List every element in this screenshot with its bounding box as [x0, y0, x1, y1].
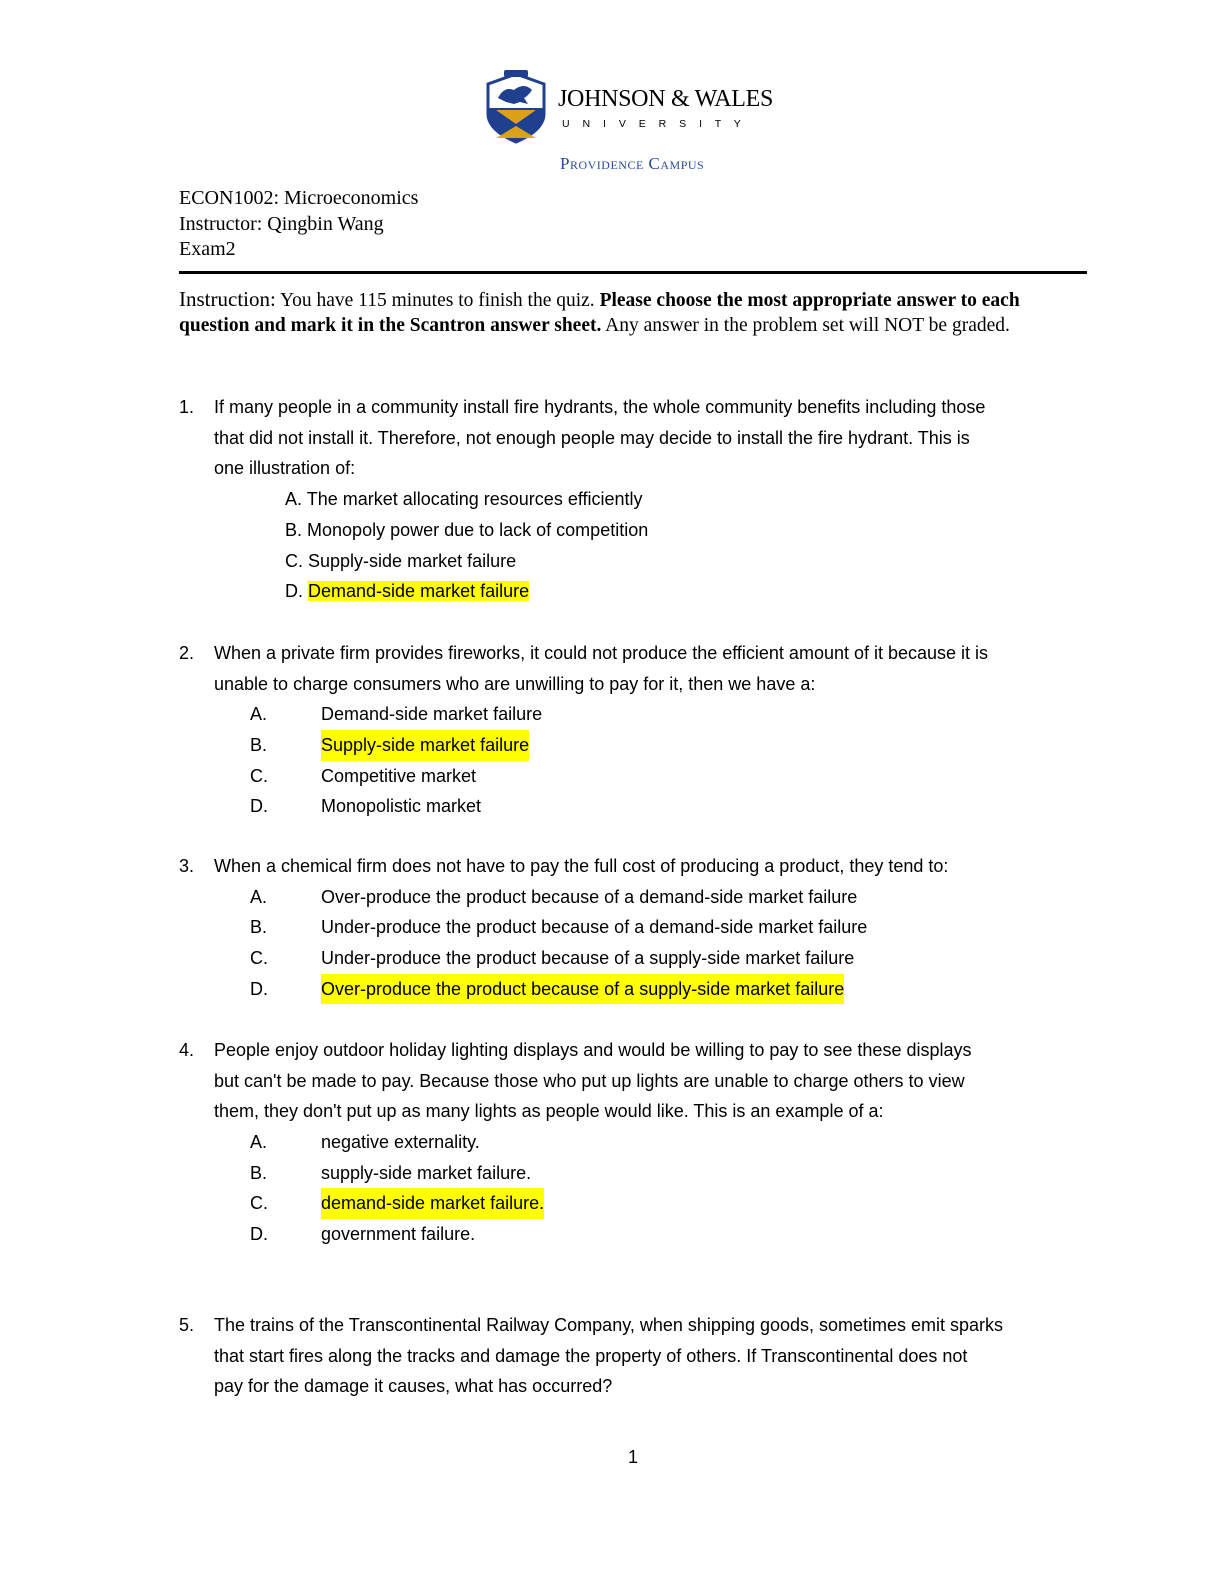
- option-letter: A.: [250, 1132, 268, 1153]
- question-4: 4. People enjoy outdoor holiday lighting …: [179, 1035, 972, 1250]
- question-text-line: that start fires along the tracks and da…: [214, 1345, 968, 1366]
- option-text: government failure.: [321, 1224, 476, 1245]
- option-letter: A.: [250, 704, 268, 725]
- course-title: ECON1002: Microeconomics: [179, 187, 419, 209]
- option-letter: D.: [250, 978, 268, 999]
- option-text: Competitive market: [321, 765, 477, 786]
- question-2: 2. When a private firm provides fireworks…: [179, 638, 988, 822]
- option-b: B. Monopoly power due to lack of competi…: [285, 515, 985, 546]
- option-letter: C.: [250, 948, 268, 969]
- question-3: 3. When a chemical firm does not have to …: [179, 851, 949, 1005]
- option-text: Under-produce the product because of a s…: [321, 948, 855, 969]
- option-text: negative externality.: [321, 1132, 480, 1153]
- question-text-line: one illustration of:: [214, 458, 356, 479]
- logo-university: U N I V E R S I T Y: [562, 118, 746, 130]
- option-letter: B.: [250, 917, 268, 938]
- option-letter: D.: [250, 1224, 268, 1245]
- option-a: A. negative externality.: [179, 1127, 972, 1158]
- exam-name: Exam2: [179, 238, 236, 260]
- option-d: D. Monopolistic market: [179, 791, 988, 822]
- option-c: C. Competitive market: [179, 761, 988, 792]
- option-letter: D.: [285, 581, 303, 602]
- option-text: Demand-side market failure: [321, 704, 543, 725]
- option-letter: D.: [250, 796, 268, 817]
- question-text-line: but can't be made to pay. Because those …: [214, 1070, 965, 1091]
- instruction-text: You have 115 minutes to finish the quiz.: [275, 290, 600, 311]
- question-number: 3.: [179, 856, 195, 876]
- question-text-line: When a private firm provides fireworks, …: [214, 643, 989, 663]
- question-text-line: The trains of the Transcontinental Railw…: [214, 1315, 1004, 1335]
- question-number: 2.: [179, 643, 195, 663]
- option-a: A. The market allocating resources effic…: [285, 484, 985, 515]
- option-letter: C.: [250, 765, 268, 786]
- option-a: A. Over-produce the product because of a …: [179, 882, 948, 913]
- option-letter: A.: [285, 489, 303, 510]
- university-logo: JOHNSON & WALES U N I V E R S I T Y Prov…: [484, 68, 804, 178]
- option-text: Supply-side market failure: [321, 730, 530, 761]
- option-d: D. Over-produce the product because of a …: [179, 973, 948, 1005]
- question-text-line: that did not install it. Therefore, not …: [214, 427, 970, 448]
- option-letter: B.: [250, 1162, 268, 1183]
- question-number: 5.: [179, 1315, 195, 1335]
- instruction: Instruction: You have 115 minutes to fin…: [179, 287, 1094, 338]
- option-text: supply-side market failure.: [321, 1162, 532, 1183]
- question-number: 1.: [179, 397, 195, 417]
- logo-name: JOHNSON & WALES: [558, 86, 774, 112]
- instruction-label: Instruction:: [179, 287, 276, 311]
- page-number: 1: [628, 1447, 639, 1467]
- option-c: C. Supply-side market failure: [285, 546, 985, 577]
- option-text: Under-produce the product because of a d…: [321, 917, 868, 938]
- option-letter: A.: [250, 886, 268, 907]
- option-text: The market allocating resources efficien…: [306, 489, 643, 510]
- option-text: Over-produce the product because of a de…: [321, 886, 858, 907]
- option-text: demand-side market failure.: [321, 1188, 545, 1220]
- instruction-text-2: Any answer in the problem set will NOT b…: [601, 315, 1010, 336]
- option-letter: C.: [285, 550, 303, 571]
- question-text-line: unable to charge consumers who are unwil…: [214, 673, 816, 694]
- option-d: D. government failure.: [179, 1219, 972, 1250]
- question-5: 5. The trains of the Transcontinental Rai…: [179, 1310, 1003, 1402]
- option-text: Over-produce the product because of a su…: [321, 973, 845, 1005]
- question-text-line: them, they don't put up as many lights a…: [214, 1101, 884, 1122]
- option-text: Demand-side market failure: [308, 581, 530, 602]
- question-text-line: pay for the damage it causes, what has o…: [214, 1376, 613, 1397]
- option-text: Monopoly power due to lack of competitio…: [307, 519, 649, 540]
- divider: [179, 271, 1087, 274]
- option-text: Monopolistic market: [321, 796, 482, 817]
- question-text-line: When a chemical firm does not have to pa…: [214, 856, 949, 876]
- option-b: B. Supply-side market failure: [179, 730, 988, 761]
- option-text: Supply-side market failure: [308, 550, 517, 571]
- shield-crest-icon: [486, 70, 546, 144]
- exam-header: ECON1002: Microeconomics Instructor: Qin…: [179, 186, 418, 263]
- option-letter: C.: [250, 1193, 268, 1214]
- option-b: B. Under-produce the product because of a…: [179, 912, 948, 943]
- question-text-line: People enjoy outdoor holiday lighting di…: [214, 1040, 972, 1060]
- option-d: D. Demand-side market failure: [285, 576, 985, 607]
- instructor: Instructor: Qingbin Wang: [179, 212, 384, 235]
- option-letter: B.: [250, 735, 268, 756]
- option-b: B. supply-side market failure.: [179, 1158, 972, 1189]
- option-c: C. Under-produce the product because of a…: [179, 943, 948, 974]
- question-number: 4.: [179, 1040, 195, 1060]
- question-1: 1. If many people in a community install …: [179, 392, 985, 607]
- question-text-line: If many people in a community install fi…: [214, 397, 986, 417]
- instruction-bold: Please choose the most appropriate answe…: [179, 290, 1020, 336]
- option-c: C. demand-side market failure.: [179, 1188, 972, 1220]
- option-letter: B.: [285, 519, 303, 540]
- option-a: A. Demand-side market failure: [179, 699, 988, 730]
- logo-campus: Providence Campus: [560, 154, 705, 173]
